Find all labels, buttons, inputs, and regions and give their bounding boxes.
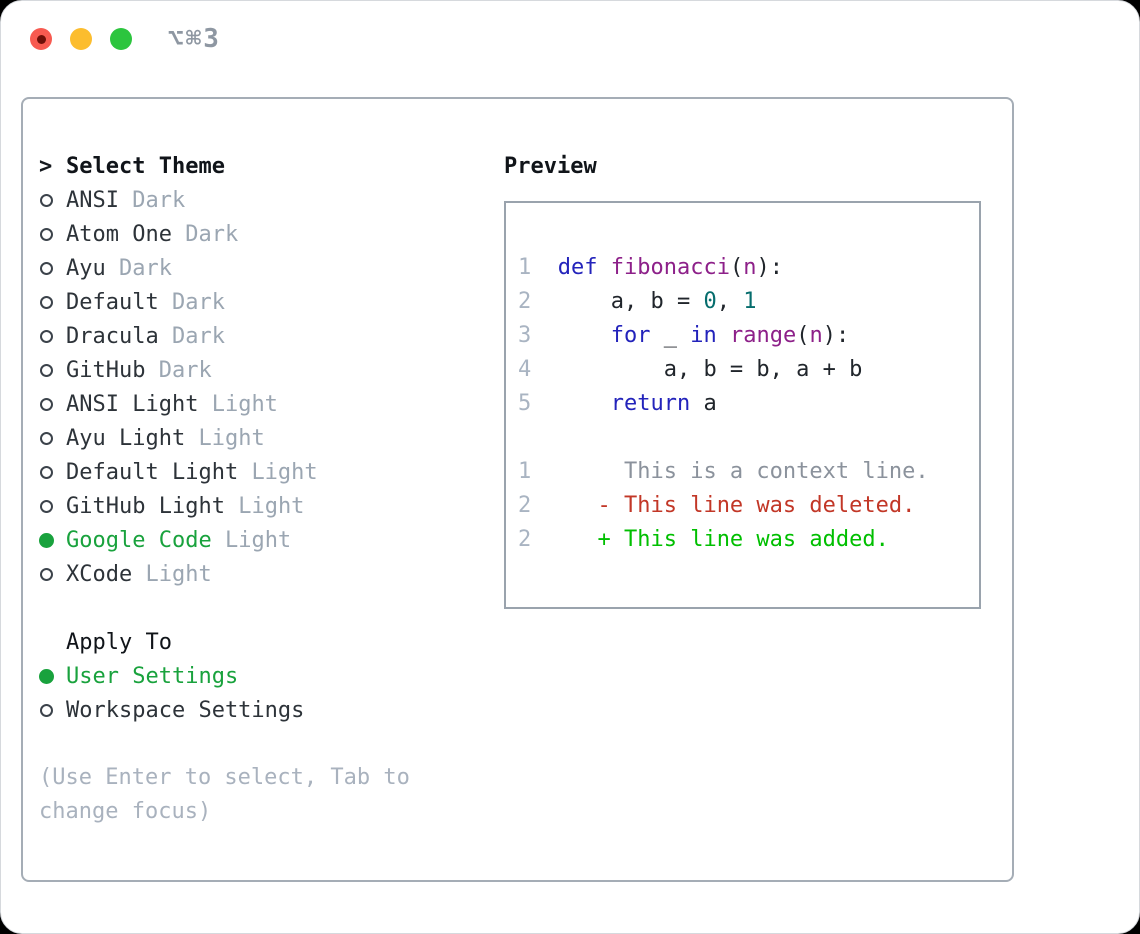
option-label: Workspace Settings bbox=[66, 697, 305, 723]
theme-option-ayu-light[interactable]: Ayu Light Light bbox=[39, 421, 504, 455]
radio-selected-icon bbox=[39, 668, 54, 684]
radio-unselected-icon bbox=[40, 227, 53, 241]
spacer bbox=[39, 591, 504, 625]
spacer bbox=[39, 727, 504, 761]
theme-option-xcode[interactable]: XCode Light bbox=[39, 557, 504, 591]
preview-line: 1 def fibonacci(n): bbox=[518, 255, 783, 280]
option-label: GitHub Dark bbox=[66, 357, 212, 383]
radio-unselected-icon bbox=[40, 363, 53, 377]
option-label: Default Dark bbox=[66, 289, 225, 315]
preview-line: 4 a, b = b, a + b bbox=[518, 357, 863, 382]
minimize-button[interactable] bbox=[70, 28, 92, 50]
radio-unselected-icon bbox=[40, 703, 53, 717]
option-label: Dracula Dark bbox=[66, 323, 225, 349]
option-label: Default Light Light bbox=[66, 459, 318, 485]
theme-option-ayu[interactable]: Ayu Dark bbox=[39, 251, 504, 285]
radio-unselected-icon bbox=[40, 567, 53, 581]
theme-option-ansi-light[interactable]: ANSI Light Light bbox=[39, 387, 504, 421]
preview-heading-row: Preview bbox=[504, 149, 1012, 183]
preview-line: 2 + This line was added. bbox=[518, 527, 889, 552]
radio-unselected-icon bbox=[40, 465, 53, 479]
selection-prompt-icon: > bbox=[39, 153, 53, 179]
preview-line: 1 This is a context line. bbox=[518, 459, 929, 484]
preview-column: Preview 1 def fibonacci(n): 2 a, b = 0, 1… bbox=[504, 99, 1012, 880]
apply-to-heading-row: Apply To bbox=[39, 625, 504, 659]
option-label: Ayu Dark bbox=[66, 255, 172, 281]
radio-unselected-icon bbox=[40, 499, 53, 513]
radio-unselected-icon bbox=[40, 261, 53, 275]
theme-option-google-code[interactable]: Google Code Light bbox=[39, 523, 504, 557]
option-label: Google Code Light bbox=[66, 527, 292, 553]
theme-option-github[interactable]: GitHub Dark bbox=[39, 353, 504, 387]
apply-option-workspace-settings[interactable]: Workspace Settings bbox=[39, 693, 504, 727]
preview-line: 3 for _ in range(n): bbox=[518, 323, 850, 348]
option-label: ANSI Dark bbox=[66, 187, 186, 213]
select-theme-heading-row: > Select Theme bbox=[39, 149, 504, 183]
window-title: ⌥⌘3 bbox=[168, 24, 221, 54]
option-label: GitHub Light Light bbox=[66, 493, 305, 519]
option-label: ANSI Light Light bbox=[66, 391, 278, 417]
preview-box: 1 def fibonacci(n): 2 a, b = 0, 1 3 for _ … bbox=[504, 201, 981, 609]
radio-unselected-icon bbox=[40, 431, 53, 445]
zoom-button[interactable] bbox=[110, 28, 132, 50]
radio-unselected-icon bbox=[40, 193, 53, 207]
close-button[interactable] bbox=[30, 28, 52, 50]
option-label: Atom One Dark bbox=[66, 221, 239, 247]
preview-line bbox=[518, 421, 979, 455]
radio-unselected-icon bbox=[40, 295, 53, 309]
radio-unselected-icon bbox=[40, 397, 53, 411]
theme-option-default[interactable]: Default Dark bbox=[39, 285, 504, 319]
radio-unselected-icon bbox=[40, 329, 53, 343]
option-label: User Settings bbox=[66, 663, 239, 689]
option-label: Ayu Light Light bbox=[66, 425, 265, 451]
preview-line: 5 return a bbox=[518, 391, 717, 416]
preview-line: 2 - This line was deleted. bbox=[518, 493, 916, 518]
select-theme-heading: Select Theme bbox=[66, 153, 225, 179]
theme-option-github-light[interactable]: GitHub Light Light bbox=[39, 489, 504, 523]
preview-line: 2 a, b = 0, 1 bbox=[518, 289, 757, 314]
theme-option-atom-one[interactable]: Atom One Dark bbox=[39, 217, 504, 251]
title-bar: ⌥⌘3 bbox=[1, 1, 1139, 77]
preview-heading: Preview bbox=[504, 153, 597, 179]
theme-option-ansi[interactable]: ANSI Dark bbox=[39, 183, 504, 217]
option-label: XCode Light bbox=[66, 561, 212, 587]
apply-to-heading: Apply To bbox=[66, 629, 172, 655]
theme-option-dracula[interactable]: Dracula Dark bbox=[39, 319, 504, 353]
apply-option-user-settings[interactable]: User Settings bbox=[39, 659, 504, 693]
radio-selected-icon bbox=[39, 532, 54, 548]
help-text: (Use Enter to select, Tab to change focu… bbox=[39, 765, 410, 824]
theme-option-default-light[interactable]: Default Light Light bbox=[39, 455, 504, 489]
